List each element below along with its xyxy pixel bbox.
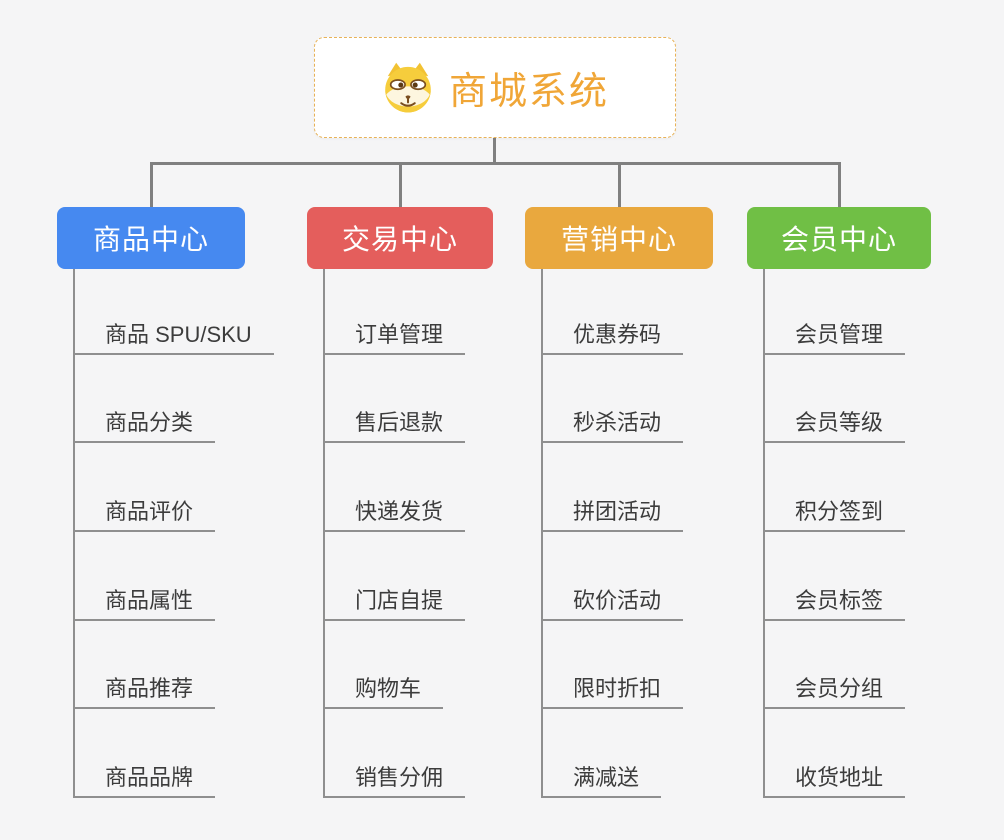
topic-item[interactable]: 优惠券码 [541,319,684,355]
connector-drop-marketing-center [617,162,621,208]
topic-item[interactable]: 商品 SPU/SKU [73,319,274,355]
connector-root-stub [492,138,496,165]
connector-horizontal [149,162,841,165]
topic-item[interactable]: 会员标签 [763,585,906,621]
topic-item[interactable]: 购物车 [323,673,444,709]
topic-item[interactable]: 商品品牌 [73,762,216,798]
topic-item[interactable]: 会员等级 [763,407,906,443]
topic-item[interactable]: 商品评价 [73,496,216,532]
doge-icon [385,62,431,112]
topic-item[interactable]: 销售分佣 [323,762,466,798]
topic-item[interactable]: 限时折扣 [541,673,684,709]
topic-item[interactable]: 订单管理 [323,319,466,355]
topic-item[interactable]: 会员管理 [763,319,906,355]
branch-node-trade-center[interactable]: 交易中心 [307,207,493,269]
topic-item[interactable]: 快递发货 [323,496,466,532]
topic-item[interactable]: 秒杀活动 [541,407,684,443]
trunk-line-member-center [763,269,765,798]
trunk-line-product-center [73,269,75,798]
branch-label: 营销中心 [560,224,677,255]
connector-drop-member-center [837,162,841,208]
topic-item[interactable]: 门店自提 [323,585,466,621]
branch-label: 交易中心 [341,224,458,255]
branch-label: 会员中心 [780,224,897,255]
trunk-line-trade-center [323,269,325,798]
connector-drop-product-center [149,162,153,208]
branch-node-product-center[interactable]: 商品中心 [57,207,245,269]
topic-item[interactable]: 商品分类 [73,407,216,443]
topic-item[interactable]: 收货地址 [763,762,906,798]
topic-item[interactable]: 积分签到 [763,496,906,532]
topic-item[interactable]: 商品属性 [73,585,216,621]
branch-label: 商品中心 [92,224,209,255]
connector-drop-trade-center [398,162,402,208]
topic-item[interactable]: 商品推荐 [73,673,216,709]
branch-node-marketing-center[interactable]: 营销中心 [525,207,713,269]
trunk-line-marketing-center [541,269,543,798]
root-title: 商城系统 [448,71,609,113]
topic-item[interactable]: 会员分组 [763,673,906,709]
topic-item[interactable]: 售后退款 [323,407,466,443]
branch-node-member-center[interactable]: 会员中心 [747,207,931,269]
topic-item[interactable]: 拼团活动 [541,496,684,532]
topic-item[interactable]: 砍价活动 [541,585,684,621]
topic-item[interactable]: 满减送 [541,762,662,798]
root-node[interactable]: 商城系统 [314,37,676,138]
